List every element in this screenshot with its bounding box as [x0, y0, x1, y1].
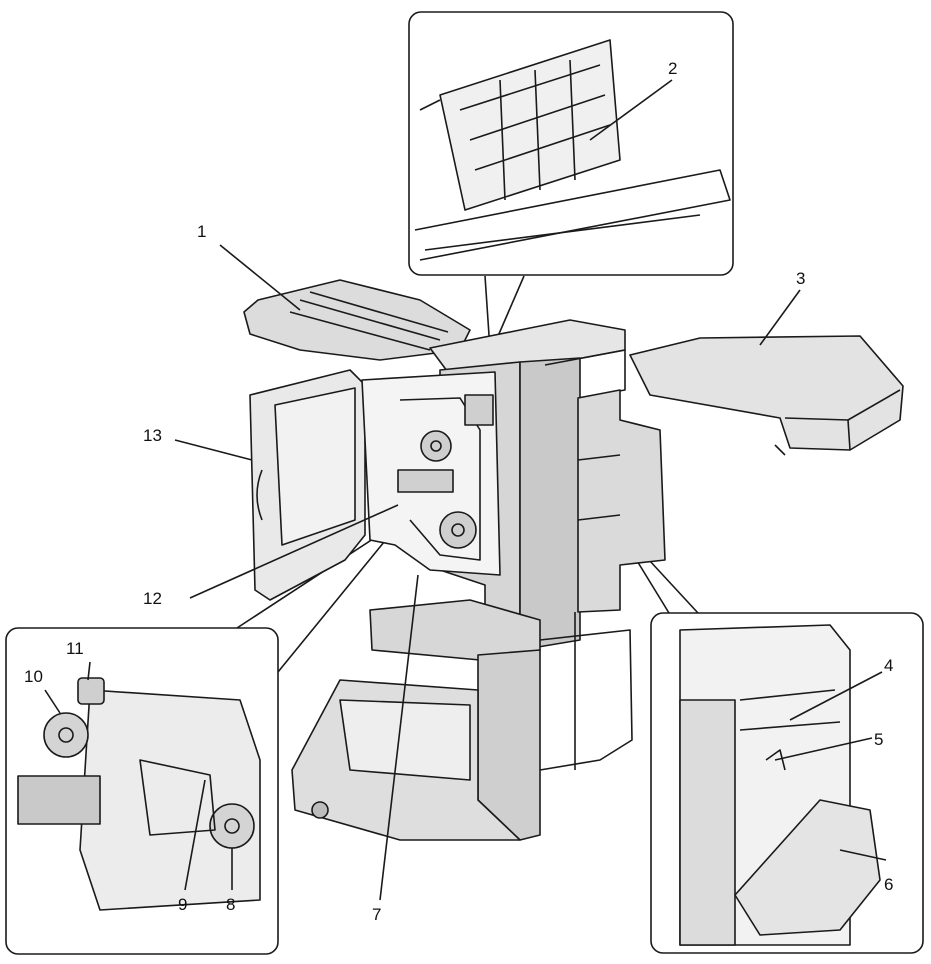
callout-1: 1 [197, 222, 207, 241]
callout-12: 12 [143, 589, 162, 608]
right-tray [629, 335, 904, 451]
callout-10: 10 [24, 667, 43, 686]
callout-8: 8 [226, 895, 236, 914]
right-inset-tray [734, 799, 881, 936]
callout-6: 6 [884, 875, 894, 894]
knob-upper [420, 430, 452, 462]
callout-2: 2 [668, 59, 678, 78]
callout-7: 7 [372, 905, 382, 924]
left-inset-knob [43, 712, 89, 758]
callout-9: 9 [178, 895, 188, 914]
callout-13: 13 [143, 426, 162, 445]
callout-3: 3 [796, 269, 806, 288]
callout-4: 4 [884, 656, 894, 675]
side-panel [577, 389, 666, 613]
callout-11: 11 [66, 639, 84, 658]
left-inset-knob-lower [209, 803, 255, 849]
knob-lower [439, 511, 477, 549]
callout-5: 5 [874, 730, 884, 749]
